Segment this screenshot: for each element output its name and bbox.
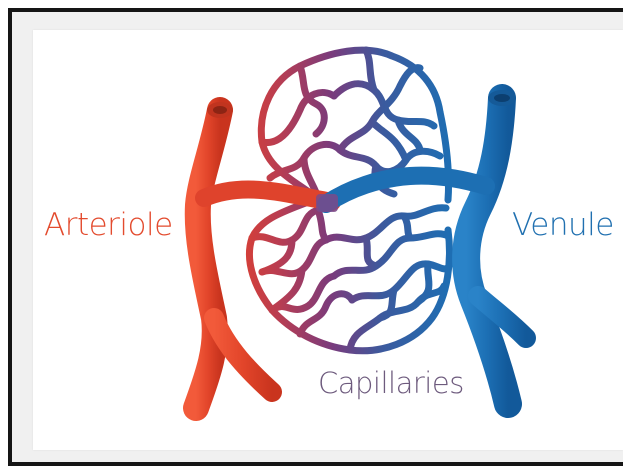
capillaries-label: Capillaries	[318, 366, 464, 400]
venule-label: Venule	[512, 207, 614, 243]
vessel-junction	[316, 194, 338, 212]
arteriole-label: Arteriole	[44, 207, 173, 243]
